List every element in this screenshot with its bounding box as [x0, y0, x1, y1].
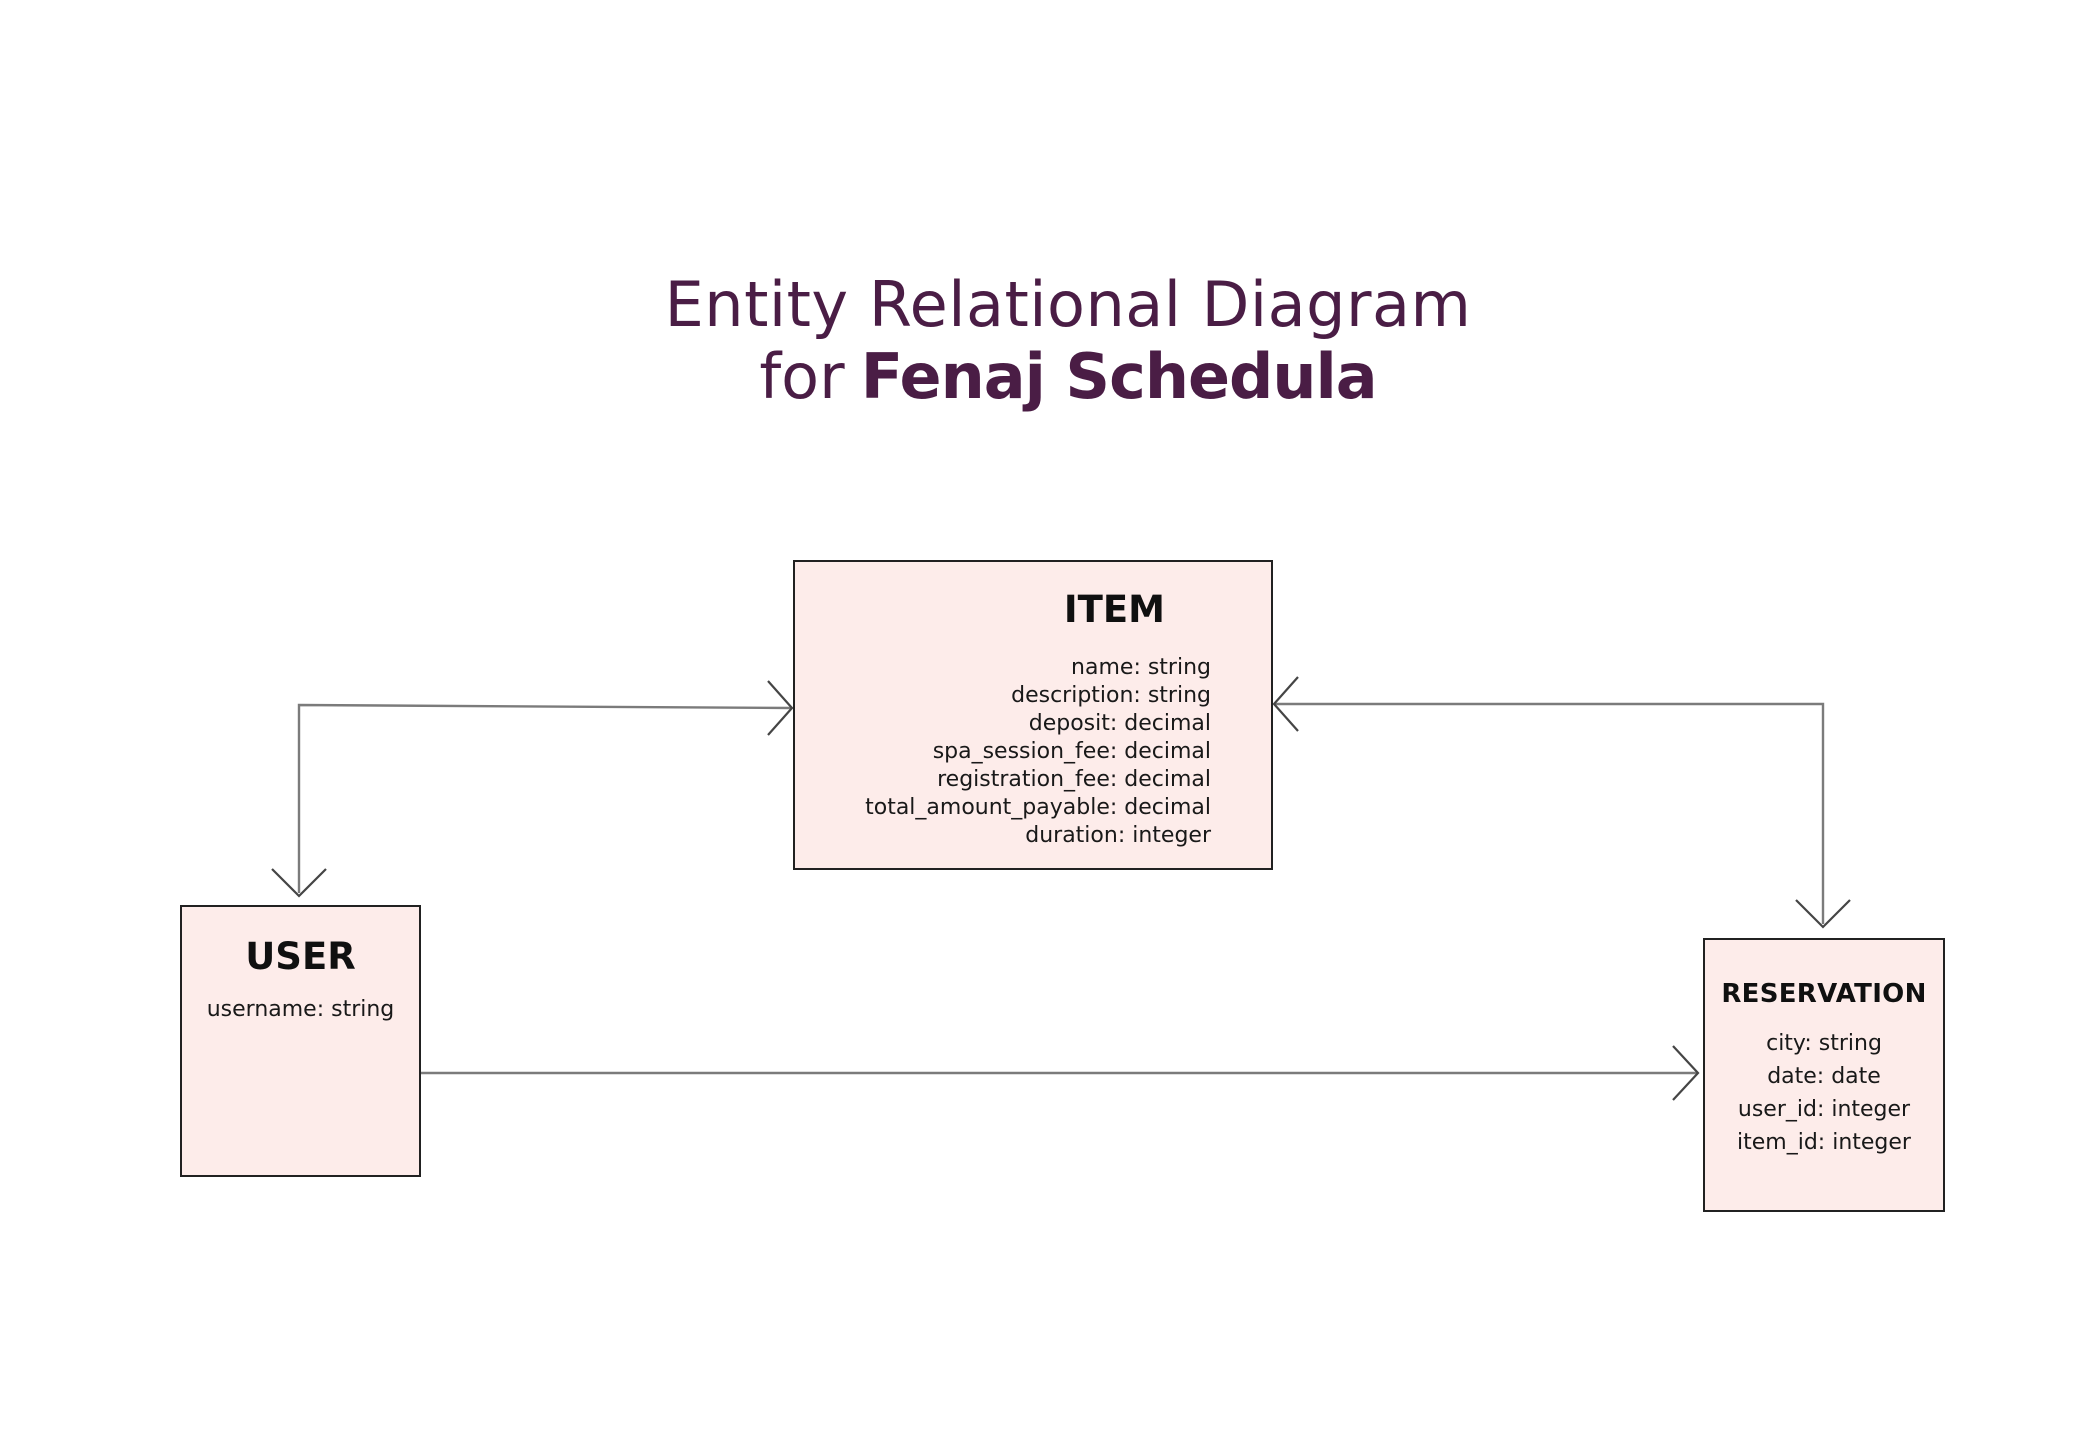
- attribute-row: city: string: [1766, 1031, 1882, 1056]
- title-project-name: Fenaj Schedula: [860, 340, 1378, 413]
- entity-title-reservation: RESERVATION: [1721, 979, 1927, 1009]
- entity-box-item: ITEM name: string description: string de…: [793, 560, 1273, 870]
- entity-box-reservation: RESERVATION city: string date: date user…: [1703, 938, 1945, 1212]
- arrow-down-icon: [1795, 899, 1851, 929]
- connector-item-reservation-line: [1274, 702, 1825, 924]
- attribute-row: item_id: integer: [1737, 1130, 1911, 1155]
- connector-item-reservation: [1272, 676, 1851, 929]
- attribute-row: user_id: integer: [1737, 1097, 1911, 1122]
- arrow-right-icon: [1672, 1045, 1700, 1101]
- arrow-down-icon: [271, 868, 327, 898]
- attribute-row: description: string: [1011, 683, 1211, 708]
- title-prefix: for: [759, 340, 845, 413]
- attribute-row: duration: integer: [1025, 823, 1211, 848]
- attribute-row: deposit: decimal: [1028, 711, 1211, 736]
- connector-user-reservation: [421, 1045, 1700, 1101]
- entity-attributes-item: name: string description: string deposit…: [795, 654, 1271, 850]
- attribute-row: username: string: [206, 997, 395, 1022]
- attribute-row: total_amount_payable: decimal: [865, 795, 1211, 820]
- entity-attributes-user: username: string: [182, 996, 419, 1024]
- attribute-row: name: string: [1071, 655, 1211, 680]
- attribute-row: spa_session_fee: decimal: [932, 739, 1211, 764]
- entity-attributes-reservation: city: string date: date user_id: integer…: [1705, 1027, 1943, 1159]
- entity-title-item: ITEM: [1063, 588, 1165, 631]
- arrow-left-icon: [1272, 676, 1299, 732]
- connector-user-item-line: [297, 703, 793, 893]
- arrow-right-icon: [767, 680, 794, 736]
- title-line-1: Entity Relational Diagram: [664, 268, 1472, 341]
- entity-title-user: USER: [245, 935, 356, 978]
- attribute-row: registration_fee: decimal: [937, 767, 1211, 792]
- connector-user-item: [271, 680, 794, 898]
- attribute-row: date: date: [1767, 1064, 1881, 1089]
- entity-box-user: USER username: string: [180, 905, 421, 1177]
